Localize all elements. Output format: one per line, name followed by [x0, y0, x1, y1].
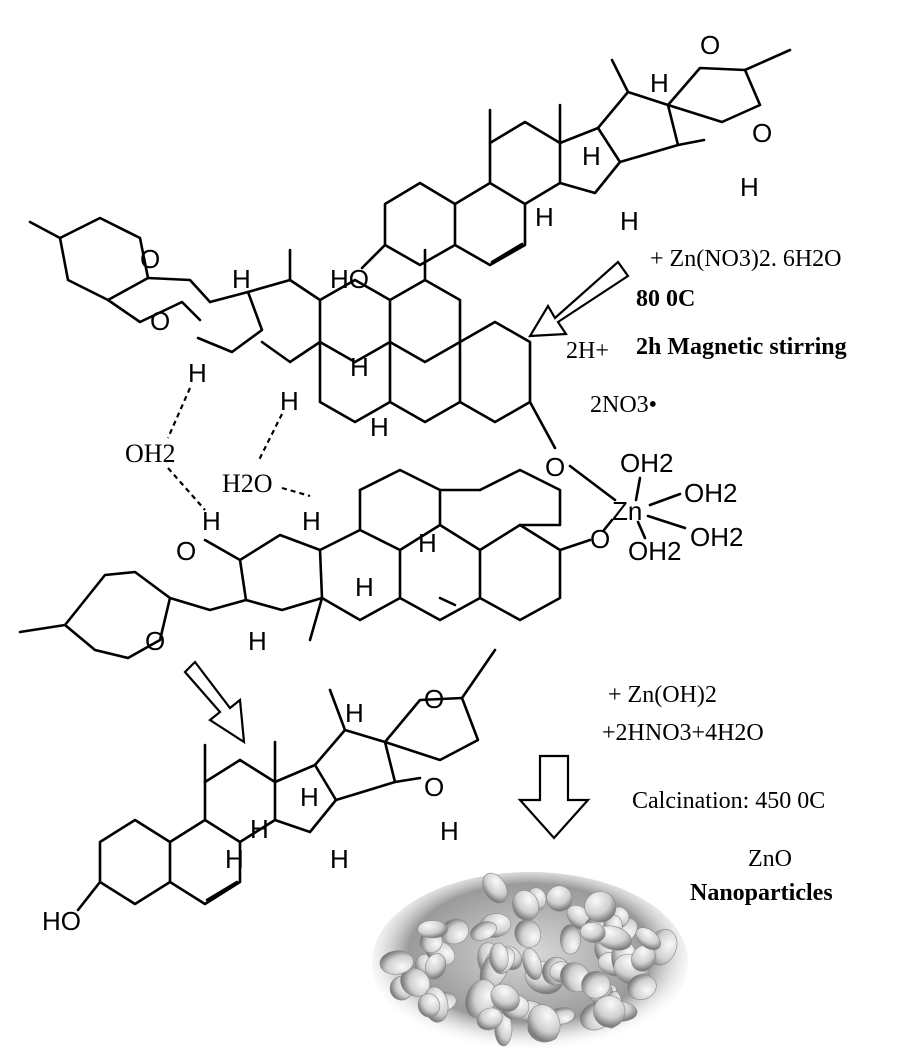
hydrogen-label: H: [582, 141, 601, 171]
oxygen-label: O: [424, 772, 444, 802]
oxygen-label: O: [145, 626, 165, 656]
nanoparticle-grain: [490, 983, 520, 1012]
hydrogen-label: H: [418, 528, 437, 558]
hydrogen-label: H: [280, 386, 299, 416]
nanoparticle-grain: [417, 920, 448, 939]
water-molecule-2: H2O: [222, 469, 273, 498]
zinc-label: Zn: [612, 496, 642, 526]
diosgenin-bottom-labels: HO O O H H H H H H: [42, 684, 459, 936]
hydrogen-label: H: [345, 698, 364, 728]
diosgenin-top: [360, 48, 792, 270]
aqua-ligand: OH2: [684, 478, 737, 508]
middle-lower-labels: O O H H H H H: [145, 506, 437, 656]
hydrogen-label: H: [535, 202, 554, 232]
nanoparticle-grain: [584, 891, 617, 923]
hydrogen-label: H: [620, 206, 639, 236]
oxygen-label: O: [752, 118, 772, 148]
diosgenin-top-labels: HO O O H H H H H: [330, 30, 772, 294]
nanoparticle-pile-image: [372, 872, 688, 1052]
oxygen-label: O: [140, 244, 160, 274]
hydrogen-label: H: [355, 572, 374, 602]
nanoparticle-grain: [546, 885, 573, 912]
oxygen-label: O: [176, 536, 196, 566]
hydroxyl-label: HO: [330, 264, 369, 294]
hydrogen-label: H: [740, 172, 759, 202]
nanoparticle-grain: [514, 919, 542, 948]
oxygen-label: O: [700, 30, 720, 60]
nanoparticle-grain: [522, 948, 543, 980]
byproducts-label: +2HNO3+4H2O: [602, 720, 764, 746]
nanoparticle-grain: [593, 995, 626, 1028]
temperature-label: 80 0C: [636, 286, 695, 312]
proton-release-label: 2H+: [566, 338, 609, 364]
hydrogen-label: H: [248, 626, 267, 656]
nanoparticle-grain: [476, 1007, 503, 1031]
hydrogen-bonds: [166, 387, 311, 511]
hydrogen-label: H: [300, 782, 319, 812]
zinc-complex: Zn OH2 OH2 OH2 OH2 O: [568, 448, 743, 566]
oxygen-label: O: [424, 684, 444, 714]
zno-label: ZnO: [748, 846, 792, 872]
nanoparticle-grain: [581, 970, 611, 999]
nanoparticle-grain: [489, 942, 509, 973]
oxygen-label: O: [590, 524, 610, 554]
nanoparticle-grain: [512, 890, 540, 921]
diosgenin-bottom: [76, 648, 497, 912]
hydrogen-label: H: [188, 358, 207, 388]
nanoparticle-grain: [470, 921, 497, 941]
aqua-ligand: OH2: [690, 522, 743, 552]
hydrogen-label: H: [370, 412, 389, 442]
nanoparticle-grain: [580, 922, 606, 943]
nitrate-radical-label: 2NO3•: [590, 392, 657, 418]
hydrogen-label: H: [202, 506, 221, 536]
nanoparticle-grain: [379, 950, 414, 975]
hydrogen-label: H: [440, 816, 459, 846]
nanoparticles-label: Nanoparticles: [690, 880, 833, 906]
diagonal-arrow-top: [527, 260, 630, 338]
nanoparticle-grain: [482, 872, 508, 904]
nanoparticle-grain: [527, 1004, 561, 1043]
hydrogen-label: H: [330, 844, 349, 874]
oxygen-label: O: [150, 306, 170, 336]
calcination-label: Calcination: 450 0C: [632, 788, 825, 814]
diagonal-arrow-lower: [183, 660, 246, 745]
aqua-ligand: OH2: [620, 448, 673, 478]
hydrogen-label: H: [650, 68, 669, 98]
diosgenin-middle-upper: [28, 216, 557, 450]
nanoparticle-grain: [627, 974, 657, 1000]
nanoparticle-grain: [424, 953, 447, 980]
nanoparticle-grain: [417, 993, 441, 1018]
hydroxyl-label: HO: [42, 906, 81, 936]
zinc-hydroxide-product: + Zn(OH)2: [608, 682, 717, 708]
hydrogen-label: H: [302, 506, 321, 536]
stirring-label: 2h Magnetic stirring: [636, 334, 847, 360]
nanoparticle-grain: [559, 924, 581, 955]
hydrogen-label: H: [232, 264, 251, 294]
hydrogen-label: H: [350, 352, 369, 382]
zinc-nitrate-reagent: + Zn(NO3)2. 6H2O: [650, 246, 842, 272]
aqua-ligand: OH2: [628, 536, 681, 566]
hydrogen-label: H: [225, 844, 244, 874]
nanoparticle-grain: [635, 927, 661, 951]
middle-upper-labels: O O H H H H H O: [140, 244, 565, 482]
hydrogen-label: H: [250, 814, 269, 844]
oxygen-label: O: [545, 452, 565, 482]
vertical-arrow: [517, 754, 591, 840]
diosgenin-middle-lower: [18, 468, 592, 660]
water-molecule-1: OH2: [125, 439, 176, 468]
